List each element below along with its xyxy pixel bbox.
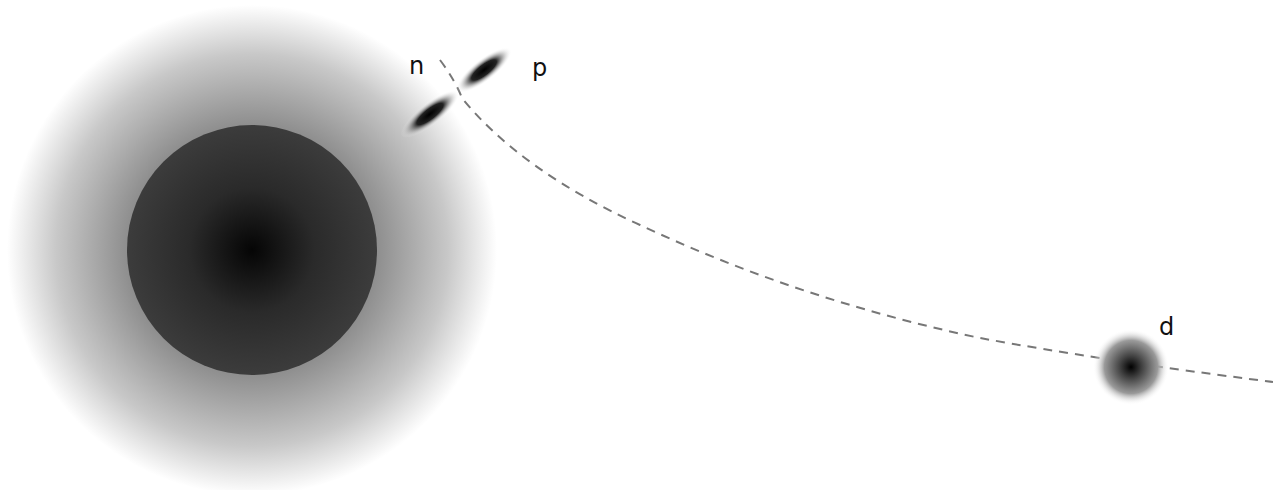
particle-label: n [409, 54, 424, 78]
deuteron-blob [1093, 329, 1169, 405]
nucleus-core [127, 125, 377, 375]
neutron-blob [395, 83, 465, 145]
particle-label: d [1159, 315, 1174, 339]
particle-label: p [532, 56, 547, 80]
nucleus-halo [7, 5, 497, 490]
proton-blob [450, 40, 517, 99]
